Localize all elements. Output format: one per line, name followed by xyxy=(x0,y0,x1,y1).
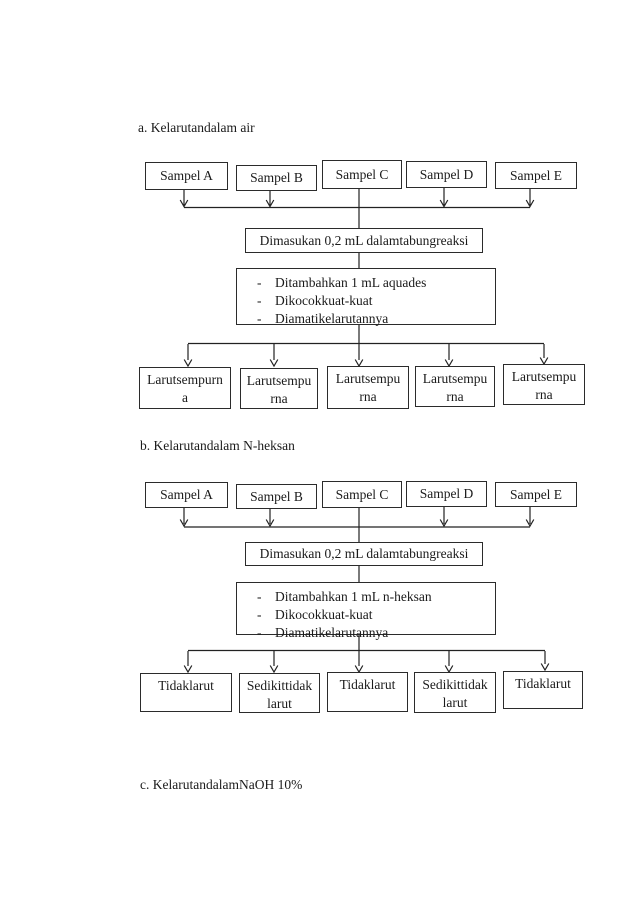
section-a-step2-box: - Ditambahkan 1 mL aquades - Dikocokkuat… xyxy=(236,268,496,328)
section-a-result-1-box: Larutsempurn a xyxy=(139,367,231,409)
section-b-sample-a-box: Sampel A xyxy=(145,482,228,508)
arrow-b-sample-a xyxy=(179,508,189,528)
step2-item-text: Dikocokkuat-kuat xyxy=(275,607,373,622)
step2-item-text: Ditambahkan 1 mL n-heksan xyxy=(275,589,432,604)
arrow-b-result-1 xyxy=(183,651,193,674)
step2-item-text: Diamatikelarutannya xyxy=(275,625,389,640)
section-b-result-2-box: Sedikittidak larut xyxy=(239,673,320,713)
arrow-a-result-3 xyxy=(354,344,364,368)
section-a-sample-d-box: Sampel D xyxy=(406,161,487,188)
section-b-heading: b. Kelarutandalam N-heksan xyxy=(140,438,295,453)
section-b-result-1-box: Tidaklarut xyxy=(140,673,232,712)
section-b-sample-c-box: Sampel C xyxy=(322,481,402,508)
dash-bullet: - xyxy=(257,607,262,622)
section-a-step1-box: Dimasukan 0,2 mL dalamtabungreaksi xyxy=(245,228,483,253)
arrow-b-result-2 xyxy=(269,651,279,674)
section-b-step1-box: Dimasukan 0,2 mL dalamtabungreaksi xyxy=(245,542,483,566)
section-b-result-3-box: Tidaklarut xyxy=(327,672,408,712)
section-a-sample-b-box: Sampel B xyxy=(236,165,317,191)
arrow-a-result-4 xyxy=(444,344,454,368)
arrow-a-sample-e xyxy=(525,189,535,208)
arrow-a-result-5 xyxy=(539,344,549,366)
dash-bullet: - xyxy=(257,311,262,326)
section-b-result-4-box: Sedikittidak larut xyxy=(414,672,496,713)
section-b-sample-b-box: Sampel B xyxy=(236,484,317,509)
section-a-result-4-box: Larutsempu rna xyxy=(415,366,495,407)
list-item: - Ditambahkan 1 mL n-heksan xyxy=(257,588,491,606)
dash-bullet: - xyxy=(257,293,262,308)
list-item: - Dikocokkuat-kuat xyxy=(257,292,491,310)
arrow-b-result-4 xyxy=(444,651,454,674)
section-b-result-5-box: Tidaklarut xyxy=(503,671,583,709)
section-a-result-3-box: Larutsempu rna xyxy=(327,366,409,409)
section-a-sample-a-box: Sampel A xyxy=(145,162,228,190)
arrow-b-result-3 xyxy=(354,651,364,674)
section-b-sample-d-box: Sampel D xyxy=(406,481,487,507)
section-a-result-2-box: Larutsempu rna xyxy=(240,368,318,409)
arrow-a-sample-b xyxy=(265,191,275,208)
list-item: - Diamatikelarutannya xyxy=(257,310,491,328)
section-c-heading: c. KelarutandalamNaOH 10% xyxy=(140,777,303,792)
arrow-b-sample-d xyxy=(439,507,449,528)
arrow-b-sample-e xyxy=(525,507,535,528)
section-a-sample-c-box: Sampel C xyxy=(322,160,402,189)
list-item: - Ditambahkan 1 mL aquades xyxy=(257,274,491,292)
step2-item-text: Dikocokkuat-kuat xyxy=(275,293,373,308)
step2-item-text: Diamatikelarutannya xyxy=(275,311,389,326)
arrow-a-sample-a xyxy=(179,190,189,208)
section-b-sample-e-box: Sampel E xyxy=(495,482,577,507)
list-item: - Diamatikelarutannya xyxy=(257,624,491,642)
step2-item-text: Ditambahkan 1 mL aquades xyxy=(275,275,427,290)
arrow-a-sample-d xyxy=(439,188,449,208)
section-a-sample-e-box: Sampel E xyxy=(495,162,577,189)
arrow-b-sample-b xyxy=(265,509,275,528)
arrow-b-result-5 xyxy=(540,651,550,672)
dash-bullet: - xyxy=(257,275,262,290)
dash-bullet: - xyxy=(257,625,262,640)
list-item: - Dikocokkuat-kuat xyxy=(257,606,491,624)
dash-bullet: - xyxy=(257,589,262,604)
arrow-a-result-2 xyxy=(269,344,279,368)
section-b-step2-box: - Ditambahkan 1 mL n-heksan - Dikocokkua… xyxy=(236,582,496,640)
section-a-result-5-box: Larutsempu rna xyxy=(503,364,585,405)
section-a-heading: a. Kelarutandalam air xyxy=(138,120,255,135)
arrow-a-result-1 xyxy=(183,344,193,368)
